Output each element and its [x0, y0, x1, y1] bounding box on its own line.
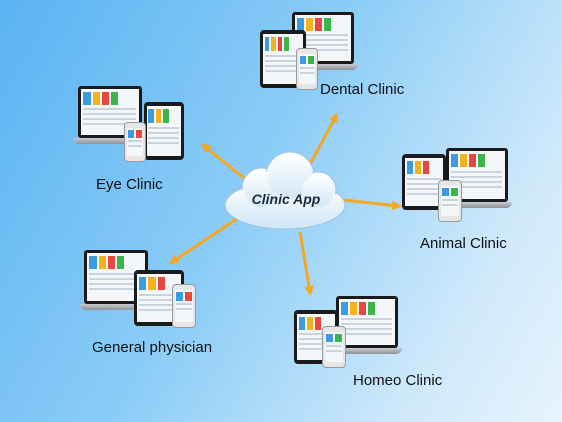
arrow-to-homeo: [298, 231, 314, 296]
arrow-to-dental: [306, 112, 338, 169]
phone-image: [172, 284, 196, 328]
laptop-base: [442, 202, 512, 208]
devices-eye: [74, 86, 188, 162]
laptop-image: [78, 86, 142, 138]
node-label-animal: Animal Clinic: [420, 235, 507, 252]
devices-animal: [400, 148, 512, 224]
devices-general: [80, 250, 200, 328]
arrow-to-eye: [200, 143, 245, 180]
node-label-homeo: Homeo Clinic: [353, 372, 443, 389]
laptop-base: [74, 138, 146, 144]
devices-homeo: [290, 292, 402, 368]
phone-image: [438, 180, 462, 222]
node-label-eye: Eye Clinic: [96, 176, 163, 193]
arrow-to-general: [168, 216, 239, 265]
phone-image: [296, 48, 318, 90]
clinic-app-label: Clinic App: [251, 191, 321, 207]
tablet-image: [402, 154, 446, 210]
tablet-image: [260, 30, 306, 88]
laptop-base: [332, 348, 402, 354]
laptop-base: [288, 64, 358, 70]
cloud-shape: [224, 151, 346, 230]
laptop-base: [80, 304, 152, 310]
phone-image: [124, 122, 146, 162]
node-label-general: General physician: [92, 339, 213, 356]
tablet-image: [144, 102, 184, 160]
devices-dental: [258, 12, 358, 92]
laptop-image: [336, 296, 398, 348]
node-label-dental: Dental Clinic: [320, 81, 405, 98]
phone-image: [322, 326, 346, 368]
arrow-to-animal: [343, 198, 402, 211]
